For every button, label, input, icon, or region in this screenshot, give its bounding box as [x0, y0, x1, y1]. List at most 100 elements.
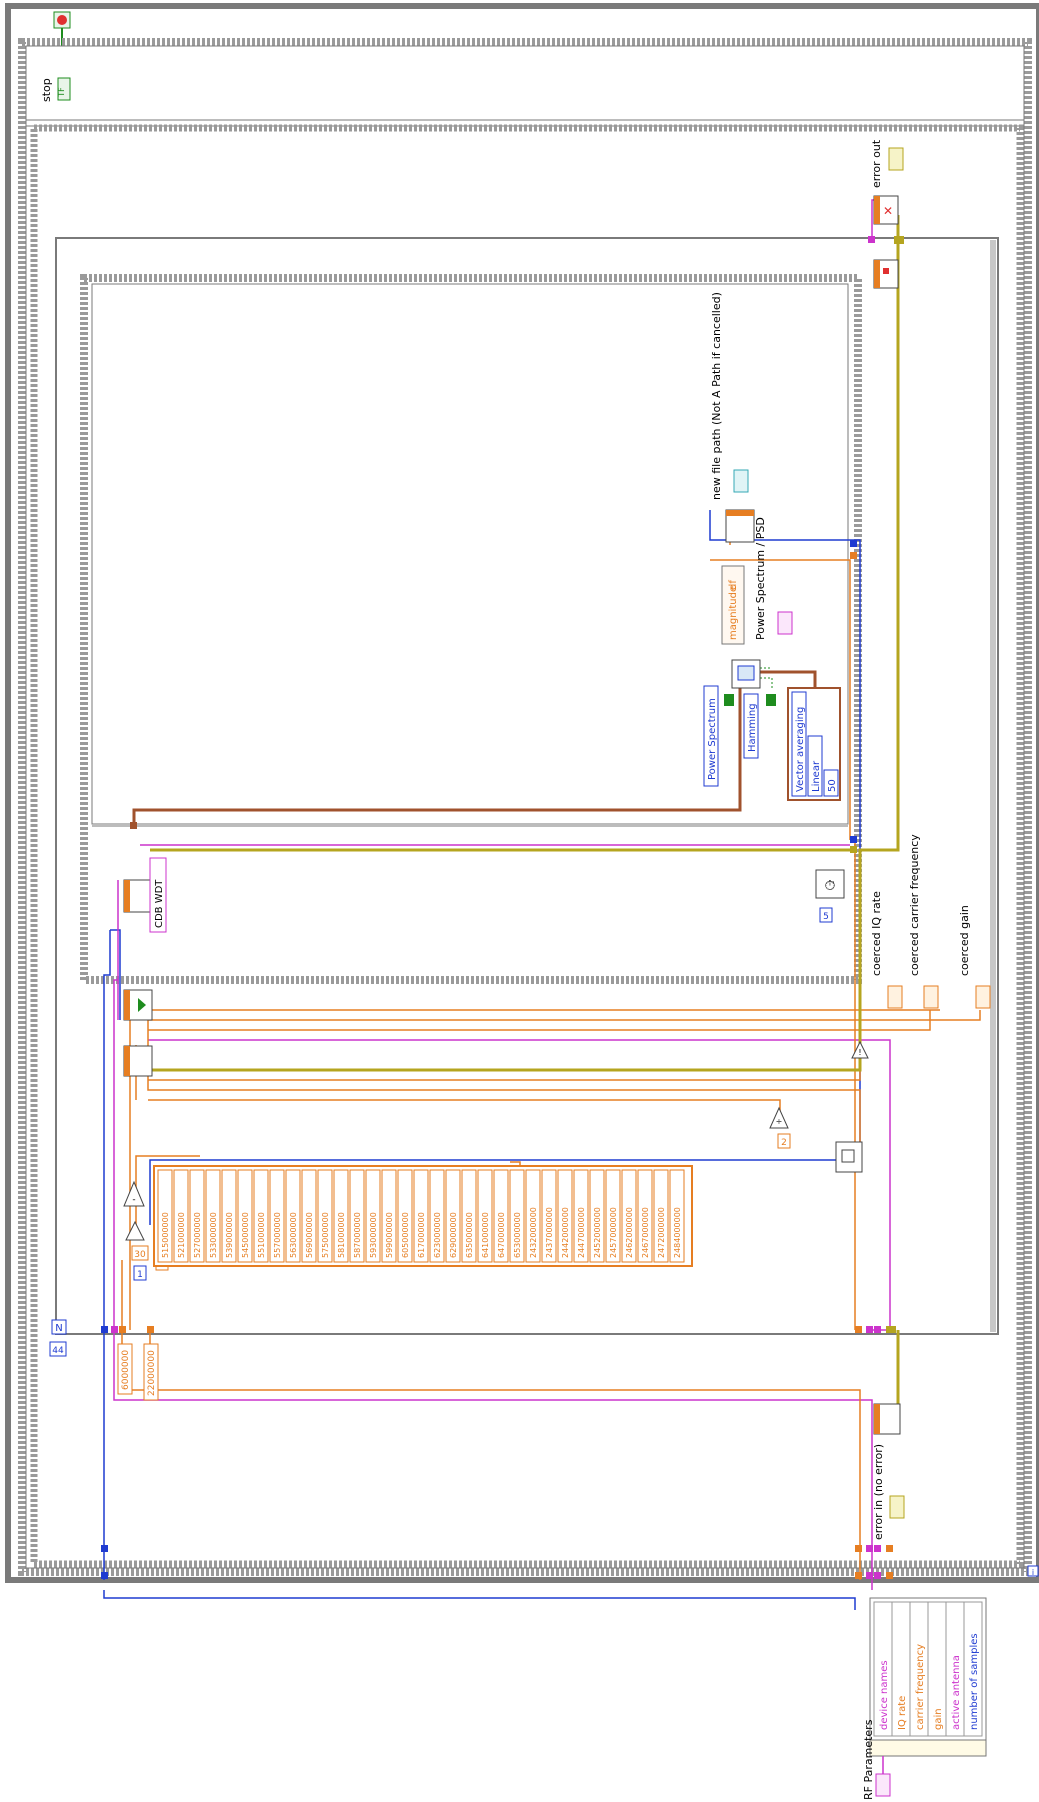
frequency-cell-value: 563000000: [289, 1212, 298, 1258]
frequency-cell-value: 2467000000: [641, 1207, 650, 1258]
frequency-cell[interactable]: [429, 1169, 445, 1263]
configure-vi[interactable]: [123, 1045, 153, 1077]
simple-error-handler[interactable]: ✕: [873, 195, 899, 225]
close-session-vi[interactable]: [873, 259, 899, 289]
frequency-cell[interactable]: [461, 1169, 477, 1263]
coerced-carrier-frequency-label: coerced carrier frequency: [908, 834, 921, 976]
cluster-field-label: gain: [933, 1708, 944, 1730]
frequency-cell[interactable]: [653, 1169, 669, 1263]
for-loop-frame: [55, 237, 999, 1335]
frequency-cell[interactable]: [541, 1169, 557, 1263]
frequency-cell[interactable]: [205, 1169, 221, 1263]
write-spreadsheet-vi[interactable]: [725, 509, 755, 543]
fft-output-cluster[interactable]: magnitude df: [721, 565, 745, 645]
fft-power-spectrum-vi[interactable]: [731, 659, 761, 689]
frequency-cell[interactable]: [477, 1169, 493, 1263]
window-text: Hamming: [747, 703, 758, 752]
loop-index-terminal: i: [1032, 1568, 1034, 1577]
bool-constant-1[interactable]: [724, 694, 734, 706]
frequency-cell-value: 527000000: [193, 1212, 202, 1258]
frequency-cell[interactable]: [605, 1169, 621, 1263]
frequency-cell-value: 581000000: [337, 1212, 346, 1258]
bool-constant-2[interactable]: [766, 694, 776, 706]
frequency-cell[interactable]: [397, 1169, 413, 1263]
frequency-cell[interactable]: [157, 1169, 173, 1263]
frequency-cell[interactable]: [253, 1169, 269, 1263]
frequency-cell-value: 521000000: [177, 1212, 186, 1258]
multiply-primitive[interactable]: [125, 1220, 145, 1241]
frequency-cell[interactable]: [621, 1169, 637, 1263]
frequency-cell[interactable]: [269, 1169, 285, 1263]
loop-count-text: 44: [52, 1346, 64, 1356]
frequency-cell[interactable]: [237, 1169, 253, 1263]
frequency-cell[interactable]: [381, 1169, 397, 1263]
frequency-cell[interactable]: [445, 1169, 461, 1263]
stop-control[interactable]: TF stop: [40, 77, 71, 102]
frequency-cell[interactable]: [413, 1169, 429, 1263]
window-enum[interactable]: Hamming: [743, 693, 759, 759]
cluster-field-label: device names: [879, 1660, 890, 1730]
unbundle-primitive[interactable]: !: [851, 1040, 869, 1059]
cluster-field-label: number of samples: [969, 1633, 980, 1730]
frequency-cell[interactable]: [173, 1169, 189, 1263]
frequency-cell[interactable]: [637, 1169, 653, 1263]
cluster-field-row[interactable]: [963, 1601, 983, 1737]
power-spectrum-enum[interactable]: Power Spectrum: [703, 685, 719, 787]
frequency-cell[interactable]: [285, 1169, 301, 1263]
subtract-primitive[interactable]: -: [123, 1180, 145, 1207]
frequency-cell-value: 2442000000: [561, 1207, 570, 1258]
frequency-cell[interactable]: [493, 1169, 509, 1263]
clock-icon: ⏱: [825, 878, 836, 894]
coerced-gain-indicator[interactable]: coerced gain: [958, 905, 991, 1009]
frequency-cell[interactable]: [669, 1169, 685, 1263]
wait-vi[interactable]: ⏱: [815, 869, 845, 899]
frequency-cell[interactable]: [365, 1169, 381, 1263]
build-array-vi[interactable]: [835, 1141, 863, 1173]
constant-30[interactable]: 30: [131, 1245, 149, 1261]
rf-parameters-label: RF Parameters: [862, 1719, 875, 1800]
frequency-cell[interactable]: [317, 1169, 333, 1263]
constant-22000000[interactable]: 22000000: [143, 1343, 159, 1401]
frequency-cell[interactable]: [189, 1169, 205, 1263]
cluster-field-label: IQ rate: [897, 1696, 908, 1730]
frequency-cell[interactable]: [557, 1169, 573, 1263]
frequency-cell-value: 2484000000: [673, 1207, 682, 1258]
frequency-cell[interactable]: [525, 1169, 541, 1263]
fetch-vi[interactable]: [123, 879, 153, 913]
frequency-cell-value: 557000000: [273, 1212, 282, 1258]
initiate-vi[interactable]: [123, 989, 153, 1021]
frequency-cell[interactable]: [221, 1169, 237, 1263]
power-spectrum-psd-indicator[interactable]: Power Spectrum / PSD: [754, 517, 793, 640]
cdb-wdt-enum[interactable]: CDB WDT: [149, 857, 167, 933]
error-out-indicator[interactable]: error out: [870, 139, 904, 188]
frequency-cell-value: 545000000: [241, 1212, 250, 1258]
frequency-cell[interactable]: [333, 1169, 349, 1263]
constant-2[interactable]: 2: [777, 1133, 791, 1149]
frequency-cell-value: 647000000: [497, 1212, 506, 1258]
subtract-symbol: -: [132, 1195, 135, 1205]
tunnels: [101, 236, 1039, 1579]
constant-6000000[interactable]: 6000000: [117, 1343, 133, 1395]
frequency-cell-value: 2432000000: [529, 1207, 538, 1258]
frequency-cell[interactable]: [589, 1169, 605, 1263]
averaging-cluster[interactable]: Vector averaging Linear 50: [787, 687, 841, 801]
power-spectrum-psd-label: Power Spectrum / PSD: [754, 517, 767, 640]
frequency-cell[interactable]: [349, 1169, 365, 1263]
coerced-iq-rate-indicator[interactable]: coerced IQ rate: [870, 891, 903, 1009]
wait-constant[interactable]: 5: [819, 907, 833, 923]
error-in-control[interactable]: error in (no error): [872, 1444, 905, 1540]
frequency-cell[interactable]: [509, 1169, 525, 1263]
new-file-path-indicator[interactable]: new file path (Not A Path if cancelled): [710, 292, 749, 500]
loop-count-terminal[interactable]: N 44: [49, 1319, 67, 1357]
constant-1[interactable]: 1: [133, 1265, 147, 1281]
frequency-cell[interactable]: [573, 1169, 589, 1263]
coerced-carrier-frequency-indicator[interactable]: coerced carrier frequency: [908, 834, 939, 1009]
frequency-cell[interactable]: [301, 1169, 317, 1263]
divide-primitive[interactable]: ÷: [769, 1106, 789, 1129]
open-session-vi[interactable]: [873, 1403, 901, 1435]
rf-parameters-control[interactable]: RF Parameters: [862, 1719, 891, 1800]
frequency-cell-value: 539000000: [225, 1212, 234, 1258]
